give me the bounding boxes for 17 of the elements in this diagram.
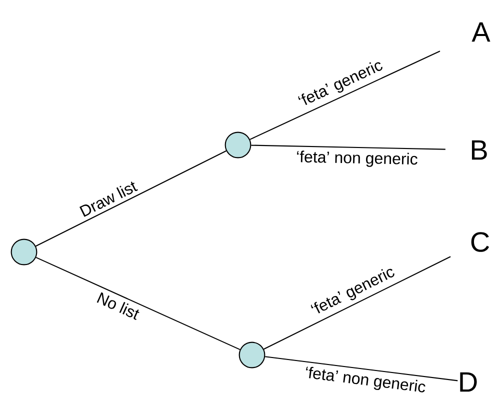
branch-line — [250, 50, 440, 140]
edge-label: Draw list — [80, 182, 138, 217]
decision-node — [238, 342, 266, 368]
edge-label: ‘feta’ non generic — [306, 366, 426, 392]
edge-label: No list — [96, 292, 140, 320]
decision-node — [224, 132, 252, 158]
branch-line — [36, 256, 240, 350]
decision-node — [10, 238, 38, 266]
branch-line — [265, 356, 458, 382]
outcome-letter: C — [471, 232, 490, 252]
outcome-letter: A — [472, 22, 490, 42]
edge-label: ‘feta’ non generic — [297, 150, 418, 167]
outcome-letter: D — [460, 372, 477, 392]
branch-line — [251, 144, 446, 150]
outcome-letter: B — [472, 140, 487, 160]
branch-line — [36, 150, 226, 247]
branch-line — [264, 256, 451, 350]
